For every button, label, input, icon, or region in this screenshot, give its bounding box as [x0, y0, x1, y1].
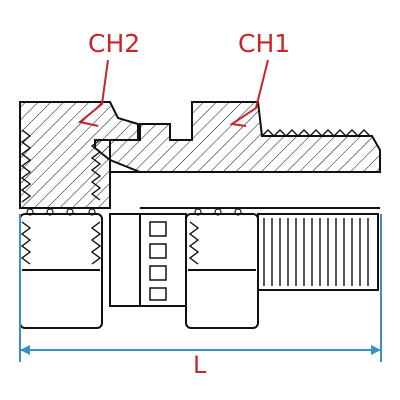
annotations: CH2 CH1 [77, 29, 290, 127]
ch1-label: CH1 [238, 29, 290, 58]
length-label: L [193, 351, 207, 379]
ch2-label: CH2 [88, 29, 140, 58]
arrow-right-icon [371, 345, 381, 355]
ch2-leader [77, 59, 109, 127]
female-thread-upper [20, 129, 32, 203]
length-dimension: L [19, 214, 382, 379]
body-section [94, 101, 381, 173]
sleeve [109, 213, 141, 307]
male-thread-upper [261, 129, 371, 137]
ch1-leader [229, 59, 269, 127]
arrow-left-icon [20, 345, 30, 355]
male-thread-lower [257, 213, 379, 291]
lower-view [19, 213, 379, 329]
upper-section [19, 101, 381, 216]
